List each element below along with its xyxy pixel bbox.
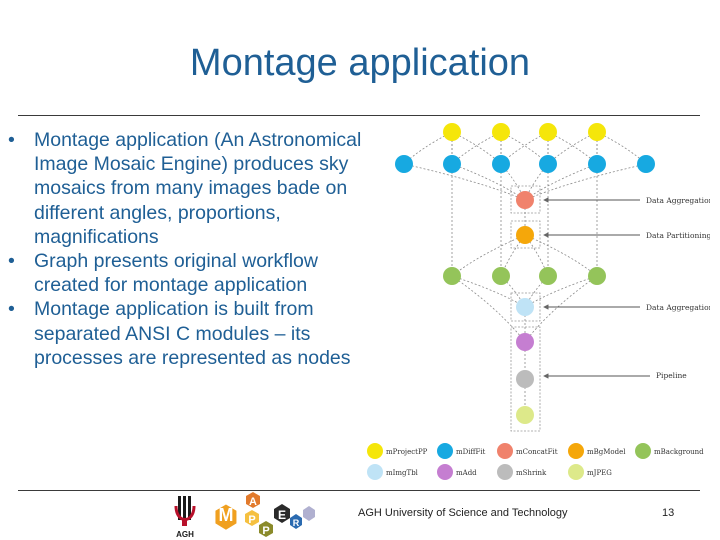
- title-divider: [18, 115, 700, 116]
- annotation-label: Data Aggregation: [646, 196, 710, 205]
- bullet-list: • Montage application (An Astronomical Im…: [8, 128, 368, 370]
- footer-divider: [18, 490, 700, 491]
- workflow-node: [588, 155, 606, 173]
- footer-institution: AGH University of Science and Technology: [358, 507, 568, 519]
- slide-title: Montage application: [189, 42, 531, 84]
- workflow-node: [588, 267, 606, 285]
- workflow-node: [516, 226, 534, 244]
- workflow-edge: [451, 275, 526, 343]
- legend-swatch: [367, 443, 383, 459]
- cluster-box: [510, 220, 541, 249]
- bullet-item: • Graph presents original workflow create…: [8, 249, 368, 297]
- workflow-edge: [524, 275, 598, 343]
- mapper-letter: P: [248, 514, 255, 526]
- bullet-text: Graph presents original workflow created…: [34, 250, 318, 297]
- mapper-letter: A: [249, 496, 257, 508]
- workflow-node: [539, 123, 557, 141]
- mapper-logo: M A P P E R: [215, 492, 315, 537]
- legend-swatch: [635, 443, 651, 459]
- agh-logo-text: AGH: [176, 530, 194, 539]
- bullet-item: • Montage application is built from separ…: [8, 297, 368, 370]
- workflow-node: [443, 123, 461, 141]
- legend: mProjectPP mDiffFit mConcatFit mBgModel …: [367, 443, 704, 480]
- legend-label: mImgTbl: [386, 469, 419, 477]
- legend-label: mShrink: [516, 469, 547, 477]
- workflow-node: [516, 406, 534, 424]
- legend-swatch: [367, 464, 383, 480]
- workflow-edge: [451, 234, 526, 277]
- legend-label: mBackground: [654, 448, 704, 456]
- legend-label: mAdd: [456, 469, 477, 477]
- workflow-node: [516, 333, 534, 351]
- legend-swatch: [497, 443, 513, 459]
- legend-label: mProjectPP: [386, 448, 428, 456]
- workflow-node: [492, 155, 510, 173]
- cluster-box: [510, 292, 541, 322]
- bullet-marker: •: [8, 250, 15, 273]
- mapper-letter: M: [219, 505, 234, 525]
- legend-swatch: [568, 464, 584, 480]
- workflow-node: [539, 155, 557, 173]
- workflow-node: [492, 267, 510, 285]
- mapper-letter: R: [293, 518, 300, 528]
- legend-label: mBgModel: [587, 448, 626, 456]
- legend-swatch: [568, 443, 584, 459]
- pipeline-box: [510, 326, 541, 432]
- workflow-node: [516, 191, 534, 209]
- workflow-edge: [451, 275, 526, 308]
- page-number: 13: [662, 507, 675, 519]
- workflow-edge: [403, 163, 526, 201]
- workflow-node: [492, 123, 510, 141]
- cluster-box: [510, 185, 541, 214]
- annotation-label: Pipeline: [656, 371, 687, 380]
- bullet-text: Montage application is built from separa…: [34, 298, 351, 369]
- mapper-letter: E: [278, 508, 286, 522]
- workflow-node: [637, 155, 655, 173]
- workflow-diagram: Data Aggregation Data Partitioning Data …: [367, 123, 710, 480]
- workflow-edge: [524, 163, 647, 201]
- annotation-label: Data Aggregation: [646, 303, 710, 312]
- legend-label: mDiffFit: [456, 448, 486, 456]
- workflow-nodes: [395, 123, 655, 424]
- workflow-node: [539, 267, 557, 285]
- annotation-label: Data Partitioning: [646, 231, 710, 240]
- legend-label: mJPEG: [587, 469, 612, 477]
- workflow-edge: [451, 163, 526, 201]
- workflow-edge: [524, 163, 598, 201]
- workflow-node: [516, 370, 534, 388]
- bullet-text: Montage application (An Astronomical Ima…: [34, 129, 362, 248]
- legend-label: mConcatFit: [516, 448, 558, 456]
- bullet-marker: •: [8, 298, 15, 321]
- workflow-node: [588, 123, 606, 141]
- workflow-edge: [524, 275, 549, 308]
- mapper-letter: P: [262, 525, 269, 537]
- legend-swatch: [437, 443, 453, 459]
- workflow-node: [443, 267, 461, 285]
- bullet-item: • Montage application (An Astronomical Im…: [8, 128, 368, 249]
- workflow-node: [443, 155, 461, 173]
- workflow-node: [395, 155, 413, 173]
- legend-swatch: [497, 464, 513, 480]
- workflow-edge: [524, 275, 598, 308]
- agh-logo: AGH: [174, 496, 196, 539]
- workflow-edge: [524, 234, 598, 277]
- bullet-marker: •: [8, 129, 15, 151]
- legend-swatch: [437, 464, 453, 480]
- workflow-node: [516, 298, 534, 316]
